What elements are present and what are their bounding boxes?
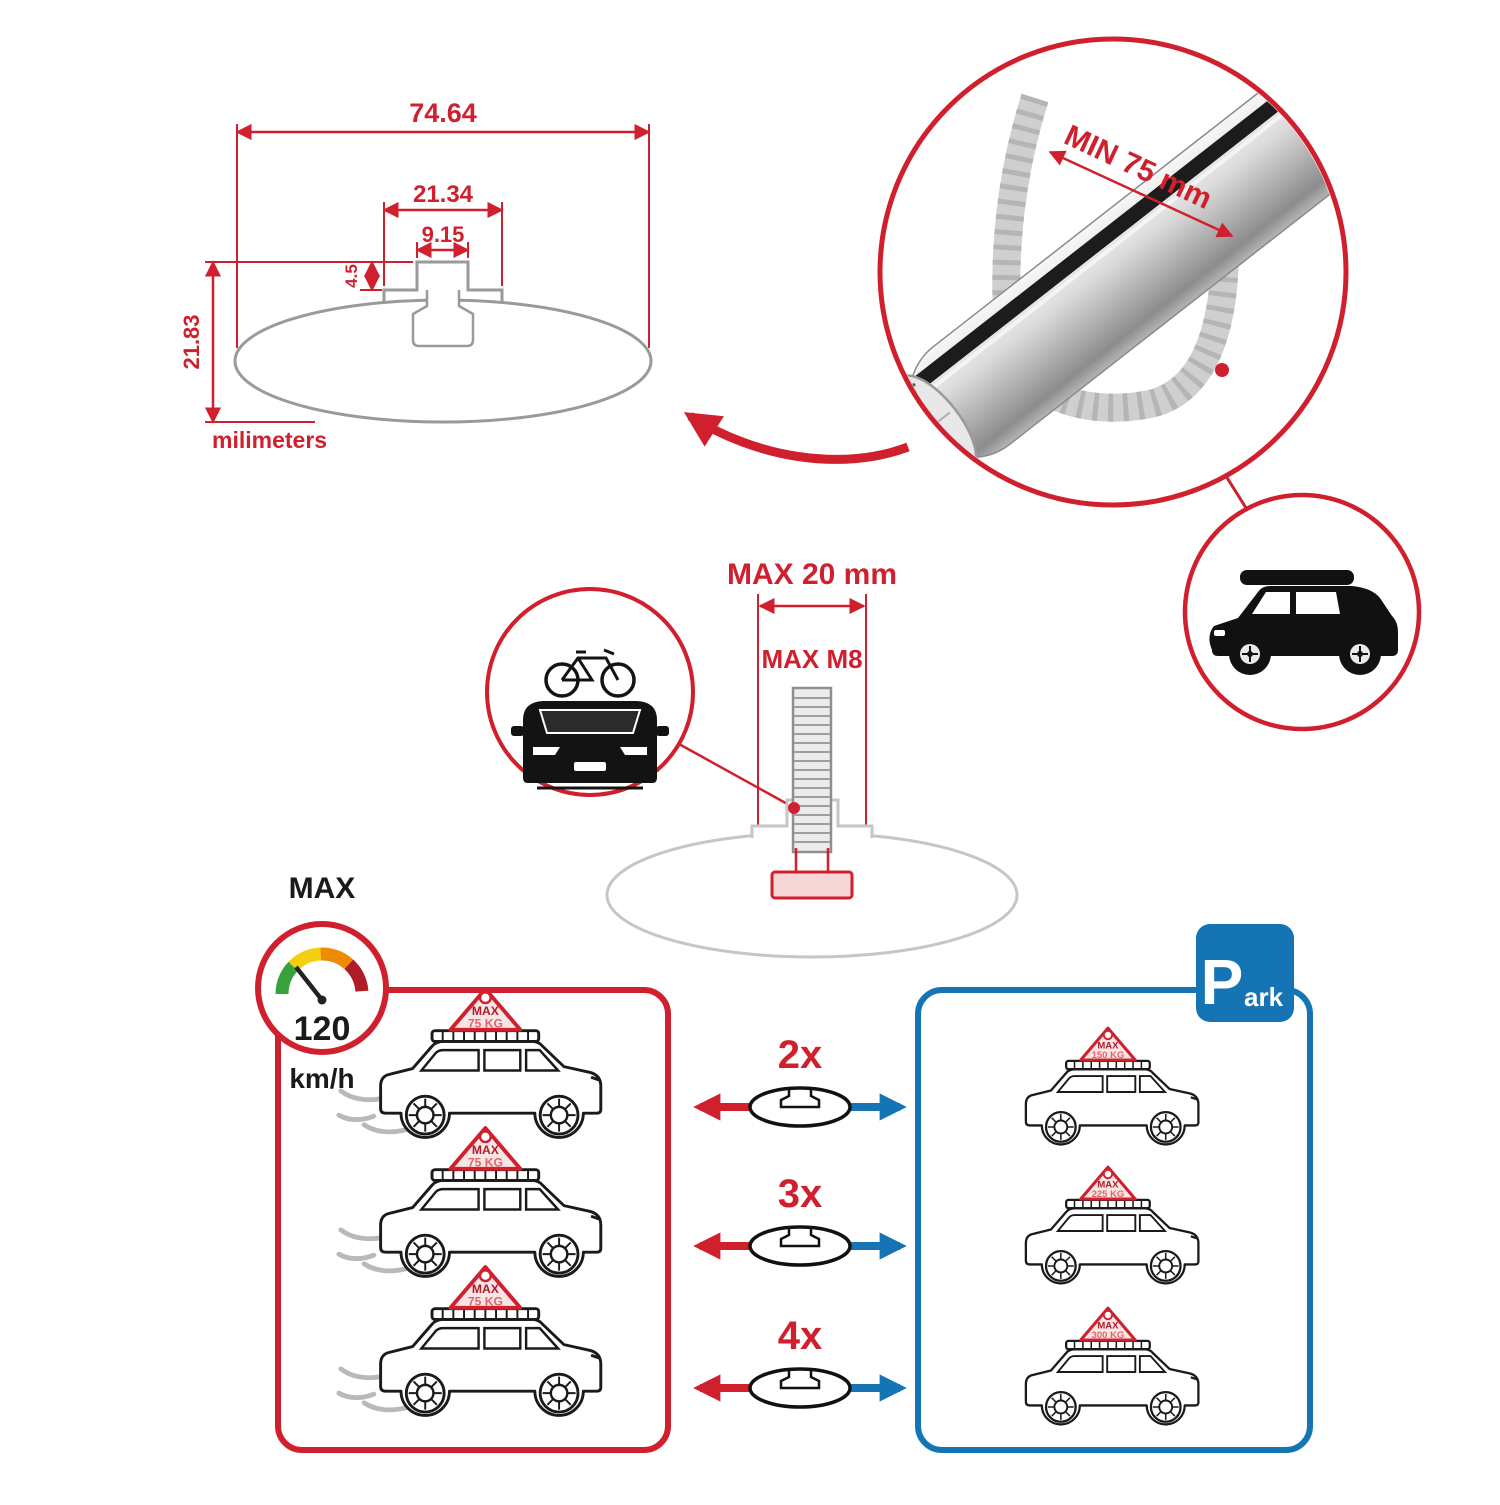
mirror-right (656, 726, 669, 736)
svg-text:75 KG: 75 KG (468, 1294, 503, 1308)
driving-car-row1: MAX 75 KG (336, 987, 603, 1139)
multiplier-label: 4x (778, 1314, 823, 1358)
park-suffix: ark (1244, 982, 1284, 1012)
car-front-circle (485, 587, 695, 797)
svg-text:MAX: MAX (472, 1004, 499, 1018)
crossbar-icon (748, 1367, 852, 1409)
speed-unit: km/h (289, 1063, 354, 1094)
max-length-label: MAX 20 mm (727, 558, 897, 591)
svg-text:75 KG: 75 KG (468, 1155, 503, 1169)
profile-slot-chamber (411, 290, 475, 348)
speed-gauge: MAX 120 km/h (255, 872, 389, 1094)
max-thread-label: MAX M8 (761, 644, 862, 674)
park-letter: P (1201, 946, 1244, 1018)
dim-lip-height: 4.5 (342, 264, 361, 288)
bar-count-row1: 2x (693, 1033, 907, 1128)
svg-text:MAX: MAX (1097, 1180, 1119, 1191)
pointer-arrow (683, 412, 910, 464)
parked-car-row1: MAX 150 KG (1024, 1026, 1200, 1146)
svg-text:75 KG: 75 KG (468, 1016, 503, 1030)
profile-slot-hat (382, 260, 504, 303)
bolt-hammer-head (770, 870, 854, 900)
load-tag: MAX 150 KG (1079, 1026, 1137, 1062)
headlight-left (533, 747, 560, 755)
headlight-right (620, 747, 647, 755)
bolt-connector (678, 742, 792, 808)
load-tag: MAX 225 KG (1079, 1165, 1137, 1201)
load-tag: MAX 75 KG (448, 1126, 523, 1171)
threaded-bolt (770, 686, 854, 900)
svg-text:MAX: MAX (472, 1143, 499, 1157)
roofbox-car-circle (1182, 492, 1422, 732)
dim-total-height: 21.83 (179, 314, 204, 369)
dim-slot-inner: 9.15 (422, 222, 465, 247)
svg-text:MAX: MAX (1097, 1041, 1119, 1052)
gauge-needle (294, 965, 324, 1002)
driving-car-row3: MAX 75 KG (336, 1265, 603, 1417)
multiplier-label: 3x (778, 1172, 823, 1216)
unit-label: milimeters (212, 427, 327, 453)
crossbar-icon (748, 1086, 852, 1128)
park-sign: P ark (1196, 924, 1294, 1022)
bike-icon (544, 648, 636, 698)
dim-slot-outer: 21.34 (413, 181, 474, 208)
license-plate (574, 762, 606, 771)
svg-text:300 KG: 300 KG (1092, 1330, 1125, 1341)
crossbar-icon (748, 1225, 852, 1267)
svg-text:MAX: MAX (472, 1282, 499, 1296)
multiplier-label: 2x (778, 1033, 823, 1077)
load-tag: MAX 75 KG (448, 987, 523, 1032)
load-tag: MAX 300 KG (1079, 1306, 1137, 1342)
suv-wheel-rear (1339, 633, 1381, 675)
suv-headlight (1214, 630, 1225, 636)
crossbar-detail-circle: MIN 75 mm (877, 36, 1349, 508)
suv-window-rear (1296, 592, 1340, 614)
suv-window-front (1252, 592, 1290, 614)
svg-text:150 KG: 150 KG (1092, 1050, 1125, 1061)
bar-count-row2: 3x (693, 1172, 907, 1267)
bar-count-row3: 4x (693, 1314, 907, 1409)
driving-car-row2: MAX 75 KG (336, 1126, 603, 1278)
load-tag: MAX 75 KG (448, 1265, 523, 1310)
dim-total-width: 74.64 (409, 98, 477, 128)
strap-end-dot (1215, 363, 1229, 377)
parked-car-row3: MAX 300 KG (1024, 1306, 1200, 1426)
min-span-arrow (1048, 150, 1234, 238)
speed-max-label: MAX (289, 872, 356, 905)
windshield (538, 709, 642, 734)
speed-value: 120 (294, 1010, 351, 1048)
bolt-dot (788, 802, 800, 814)
svg-text:225 KG: 225 KG (1092, 1189, 1125, 1200)
cross-section-drawing: 74.64 21.34 9.15 4.5 21.83 milimeters (179, 98, 653, 453)
bolt-diagram: MAX 20 mm MAX M8 (605, 558, 1019, 959)
circle-connector (1224, 475, 1248, 509)
suv-wheel-front (1229, 633, 1271, 675)
svg-text:MAX: MAX (1097, 1321, 1119, 1332)
roof-box (1240, 570, 1354, 585)
parked-car-row2: MAX 225 KG (1024, 1165, 1200, 1285)
mirror-left (511, 726, 524, 736)
